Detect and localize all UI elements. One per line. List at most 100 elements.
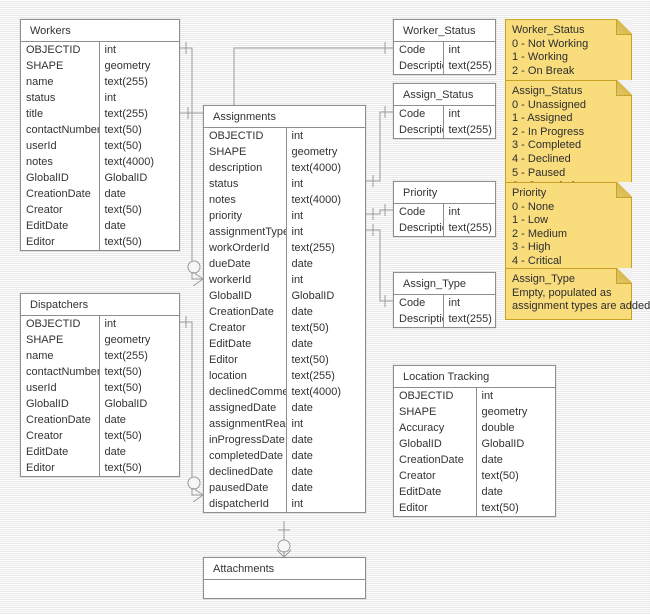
field-type: date bbox=[291, 338, 313, 350]
note-fold-icon bbox=[616, 182, 632, 198]
field-type: date bbox=[104, 220, 126, 232]
field-name: Code bbox=[394, 106, 444, 122]
entity-fields-attachments bbox=[204, 580, 365, 598]
entity-worker-status[interactable]: Worker_Status CodeintDescriptiontext(255… bbox=[393, 19, 496, 75]
card-zero-circle-workerid bbox=[187, 260, 201, 274]
field-row: declinedCommenttext(4000) bbox=[204, 384, 365, 400]
field-row: EditDate date bbox=[21, 444, 179, 460]
field-type: int bbox=[291, 274, 304, 286]
field-type: text(50) bbox=[104, 124, 142, 136]
field-type: date bbox=[291, 450, 313, 462]
note-title: Assign_Status bbox=[512, 85, 583, 97]
rel-assignments-priority-to-priority bbox=[366, 209, 393, 215]
field-row: workerId int bbox=[204, 272, 365, 288]
note-line: 0 - None bbox=[512, 200, 555, 213]
field-type: GlobalID bbox=[481, 438, 525, 450]
field-name: assignedDate bbox=[204, 400, 287, 416]
field-type: date bbox=[104, 446, 126, 458]
note-line: 2 - On Break bbox=[512, 64, 575, 77]
field-name: completedDate bbox=[204, 448, 287, 464]
rel-assignments-type-to-assign-type bbox=[366, 229, 393, 302]
entity-priority[interactable]: Priority CodeintDescriptiontext(255) bbox=[393, 181, 496, 237]
field-name: workerId bbox=[204, 272, 287, 288]
note-line: 1 - Assigned bbox=[512, 112, 573, 125]
entity-assign-status[interactable]: Assign_Status CodeintDescriptiontext(255… bbox=[393, 83, 496, 139]
entity-fields-worker-status: CodeintDescriptiontext(255) bbox=[394, 42, 495, 74]
field-row: Descriptiontext(255) bbox=[394, 220, 495, 236]
card-crowsfoot-workerid bbox=[192, 271, 204, 287]
field-name: Description bbox=[394, 122, 444, 138]
note-fold-icon bbox=[616, 19, 632, 35]
note-line: Empty, populated as bbox=[512, 286, 612, 299]
note-title: Priority bbox=[512, 187, 547, 199]
field-type: date bbox=[291, 306, 313, 318]
note-line: 4 - Critical bbox=[512, 254, 562, 267]
entity-title-assign-status: Assign_Status bbox=[394, 84, 495, 106]
field-type: text(255) bbox=[448, 222, 492, 234]
field-type: text(255) bbox=[291, 242, 335, 254]
entity-fields-priority: CodeintDescriptiontext(255) bbox=[394, 204, 495, 236]
entity-attachments[interactable]: Attachments bbox=[203, 557, 366, 599]
field-type: int bbox=[104, 318, 117, 330]
field-name: userId bbox=[21, 138, 100, 154]
rel-workers-to-assignments bbox=[180, 47, 203, 280]
note-line: 2 - In Progress bbox=[512, 125, 585, 138]
field-type: text(50) bbox=[104, 382, 142, 394]
field-type: GlobalID bbox=[104, 398, 148, 410]
card-zero-circle-attachments bbox=[277, 539, 291, 553]
field-type: geometry bbox=[104, 60, 151, 72]
note-line: 0 - Not Working bbox=[512, 37, 589, 50]
field-name: CreationDate bbox=[21, 412, 100, 428]
field-type: int bbox=[291, 498, 304, 510]
field-name: GlobalID bbox=[21, 170, 100, 186]
field-type: text(255) bbox=[104, 108, 148, 120]
field-name: declinedDate bbox=[204, 464, 287, 480]
field-name: Code bbox=[394, 42, 444, 58]
entity-title-assignments: Assignments bbox=[204, 106, 365, 128]
field-name: EditDate bbox=[21, 444, 100, 460]
note-line: 3 - High bbox=[512, 241, 551, 254]
field-name: GlobalID bbox=[204, 288, 287, 304]
field-name: GlobalID bbox=[21, 396, 100, 412]
field-type: text(50) bbox=[104, 366, 142, 378]
note-fold-icon bbox=[616, 80, 632, 96]
note-line: 0 - Unassigned bbox=[512, 98, 586, 111]
field-type: text(50) bbox=[291, 354, 329, 366]
field-type: text(50) bbox=[104, 462, 142, 474]
field-type: text(255) bbox=[448, 124, 492, 136]
field-type: date bbox=[104, 414, 126, 426]
field-name: location bbox=[204, 368, 287, 384]
entity-assign-type[interactable]: Assign_Type CodeintDescriptiontext(255) bbox=[393, 272, 496, 328]
entity-fields-assign-type: CodeintDescriptiontext(255) bbox=[394, 295, 495, 327]
field-name: Code bbox=[394, 204, 444, 220]
field-name: Creator bbox=[21, 428, 100, 444]
field-type: date bbox=[481, 454, 503, 466]
field-type: int bbox=[448, 297, 461, 309]
field-type: text(255) bbox=[104, 76, 148, 88]
field-type: date bbox=[291, 482, 313, 494]
